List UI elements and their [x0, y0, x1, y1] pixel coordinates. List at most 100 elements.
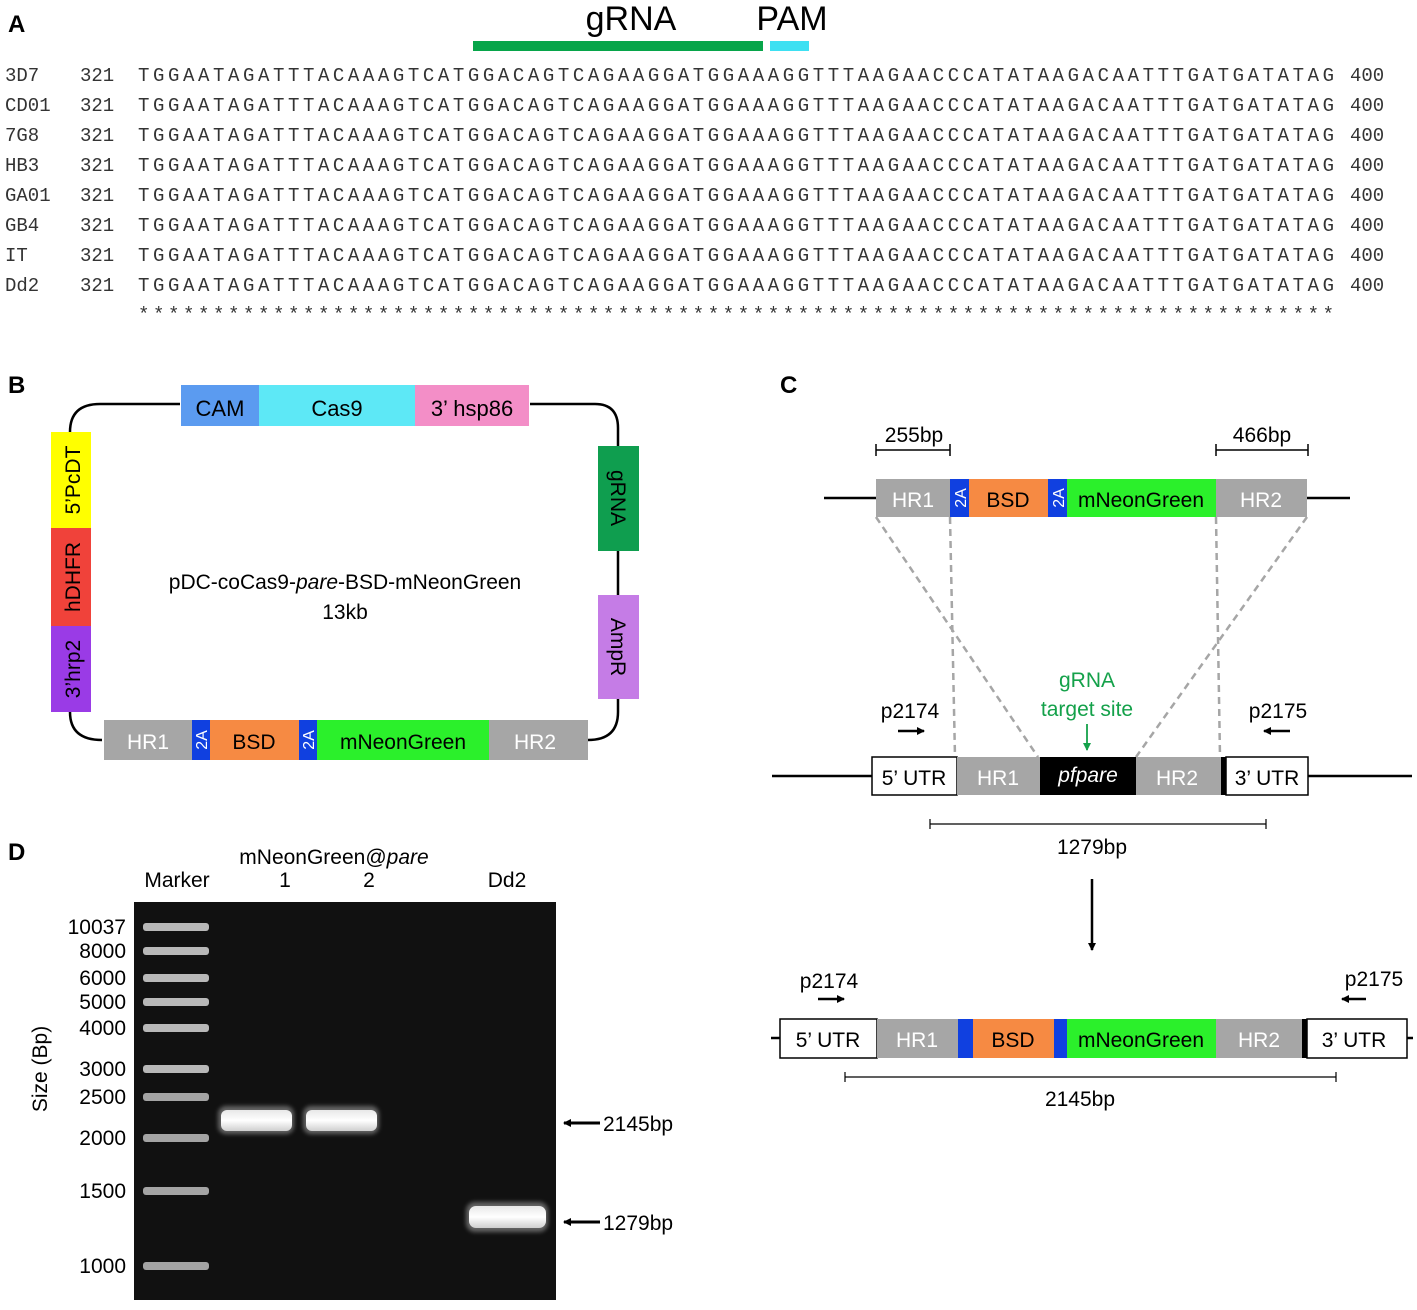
b-hr2-block [489, 720, 588, 760]
panel-d: D mNeonGreen@pare Marker 1 2 Dd2 Size (B… [8, 839, 673, 1300]
ladder-band [143, 998, 209, 1006]
c-donor-hr2-label: HR2 [1240, 489, 1282, 512]
b-bsd-label: BSD [232, 731, 275, 754]
c-edit-2a-1 [958, 1019, 973, 1058]
y-axis-label: Size (Bp) [29, 1026, 52, 1112]
c-donor-bsd-label: BSD [986, 489, 1029, 512]
ampr-label: AmpR [606, 618, 629, 676]
c-edit-bsd-label: BSD [991, 1029, 1034, 1052]
end-position: 400 [1350, 215, 1384, 237]
primer-fwd-1: p2174 [881, 700, 940, 723]
c-edit-hr2 [1216, 1019, 1302, 1058]
c-locus-stop-mark [1221, 757, 1226, 795]
hrp2-label: 3’hrp2 [62, 640, 85, 698]
b-mneon-block [317, 720, 489, 760]
ladder-size-label: 2500 [79, 1086, 126, 1109]
panel-c-label: C [780, 372, 797, 399]
b-2a-block-2 [299, 720, 317, 760]
ladder-size-label: 4000 [79, 1017, 126, 1040]
c-edit-mneon-label: mNeonGreen [1078, 1029, 1204, 1052]
c-edit-3utr [1306, 1018, 1408, 1059]
strain-name: Dd2 [5, 275, 39, 297]
c-edit-mneon [1067, 1019, 1216, 1058]
ladder-size-label: 6000 [79, 967, 126, 990]
c-locus-pfpare [1040, 757, 1136, 795]
c-donor-mneon [1067, 479, 1216, 517]
marker-ladder [143, 923, 209, 1270]
grna-label: gRNA [586, 0, 677, 38]
c-edit-stop-mark [1302, 1019, 1307, 1058]
grna-block-label: gRNA [606, 470, 629, 526]
panel-c: C 255bp 466bp HR1 2A BSD 2A mNeonGreen H… [771, 372, 1413, 1111]
c-locus-3utr-label: 3’ UTR [1235, 767, 1300, 790]
lane-marker-label: Marker [144, 869, 209, 892]
ladder-size-label: 10037 [68, 916, 126, 939]
c-locus-3utr [1225, 756, 1309, 796]
band-dd2 [469, 1206, 546, 1228]
band-label-2145: 2145bp [603, 1113, 673, 1136]
c-locus-hr2-label: HR2 [1156, 767, 1198, 790]
ladder-band [143, 1024, 209, 1032]
c-donor-2a-label-2: 2A [1051, 488, 1068, 508]
end-position: 400 [1350, 95, 1384, 117]
panel-b-label: B [8, 372, 25, 399]
ladder-band [143, 1093, 209, 1101]
sequence: TGGAATAGATTTACAAAGTCATGGACAGTCAGAAGGATGG… [138, 185, 1334, 207]
lane-dd2-label: Dd2 [488, 869, 527, 892]
hsp86-label: 3’ hsp86 [431, 396, 513, 421]
ladder-band [143, 1262, 209, 1270]
c-locus-hr1 [957, 757, 1040, 795]
locus-length-bracket [929, 819, 1267, 829]
start-position: 321 [80, 245, 114, 267]
c-edit-5utr-label: 5’ UTR [796, 1029, 861, 1052]
sample-bands [218, 1106, 548, 1232]
end-position: 400 [1350, 155, 1384, 177]
edited-length: 2145bp [1045, 1088, 1115, 1111]
cam-block [181, 385, 259, 426]
hr2-length: 466bp [1233, 424, 1291, 447]
hsp86-block [415, 385, 529, 426]
ladder-size-label: 2000 [79, 1127, 126, 1150]
band-lane2 [306, 1110, 377, 1131]
grna-bar [473, 41, 763, 51]
strain-name: IT [5, 245, 28, 267]
c-donor-2a-1 [950, 479, 969, 517]
panel-b: B CAM Cas9 3’ hsp86 5’PcDT hDHFR 3’hrp2 … [8, 372, 639, 760]
pam-bar [770, 41, 809, 51]
start-position: 321 [80, 65, 114, 87]
ladder-band [143, 1134, 209, 1142]
end-position: 400 [1350, 275, 1384, 297]
c-edit-hr1 [877, 1019, 958, 1058]
b-2a-label-2: 2A [301, 730, 318, 750]
c-edit-2a-2 [1054, 1019, 1067, 1058]
b-hr1-label: HR1 [127, 731, 169, 754]
cam-label: CAM [196, 396, 245, 421]
ampr-block [598, 595, 639, 699]
ladder-band [143, 1065, 209, 1073]
locus-length: 1279bp [1057, 836, 1127, 859]
ladder-size-labels: 1003780006000500040003000250020001500100… [68, 916, 126, 1278]
start-position: 321 [80, 275, 114, 297]
sequence: TGGAATAGATTTACAAAGTCATGGACAGTCAGAAGGATGG… [138, 155, 1334, 177]
hdhfr-label: hDHFR [62, 542, 85, 612]
lane-2-label: 2 [363, 869, 375, 892]
b-hr1-block [104, 720, 192, 760]
pcdt-label: 5’PcDT [62, 445, 85, 514]
c-edit-3utr-label: 3’ UTR [1322, 1029, 1387, 1052]
c-edit-hr2-label: HR2 [1238, 1029, 1280, 1052]
sequence: TGGAATAGATTTACAAAGTCATGGACAGTCAGAAGGATGG… [138, 65, 1334, 87]
end-position: 400 [1350, 65, 1384, 87]
ladder-size-label: 1000 [79, 1255, 126, 1278]
hdhfr-block [51, 528, 91, 626]
cas9-label: Cas9 [311, 396, 362, 421]
lane-header: mNeonGreen@pare [239, 846, 428, 869]
strain-name: 3D7 [5, 65, 39, 87]
hr1-length-bracket [875, 444, 951, 456]
c-locus-5utr-label: 5’ UTR [882, 767, 947, 790]
pam-label: PAM [756, 0, 827, 38]
strain-name: 7G8 [5, 125, 39, 147]
consensus-stars: ****************************************… [138, 304, 1334, 326]
sequence: TGGAATAGATTTACAAAGTCATGGACAGTCAGAAGGATGG… [138, 245, 1334, 267]
